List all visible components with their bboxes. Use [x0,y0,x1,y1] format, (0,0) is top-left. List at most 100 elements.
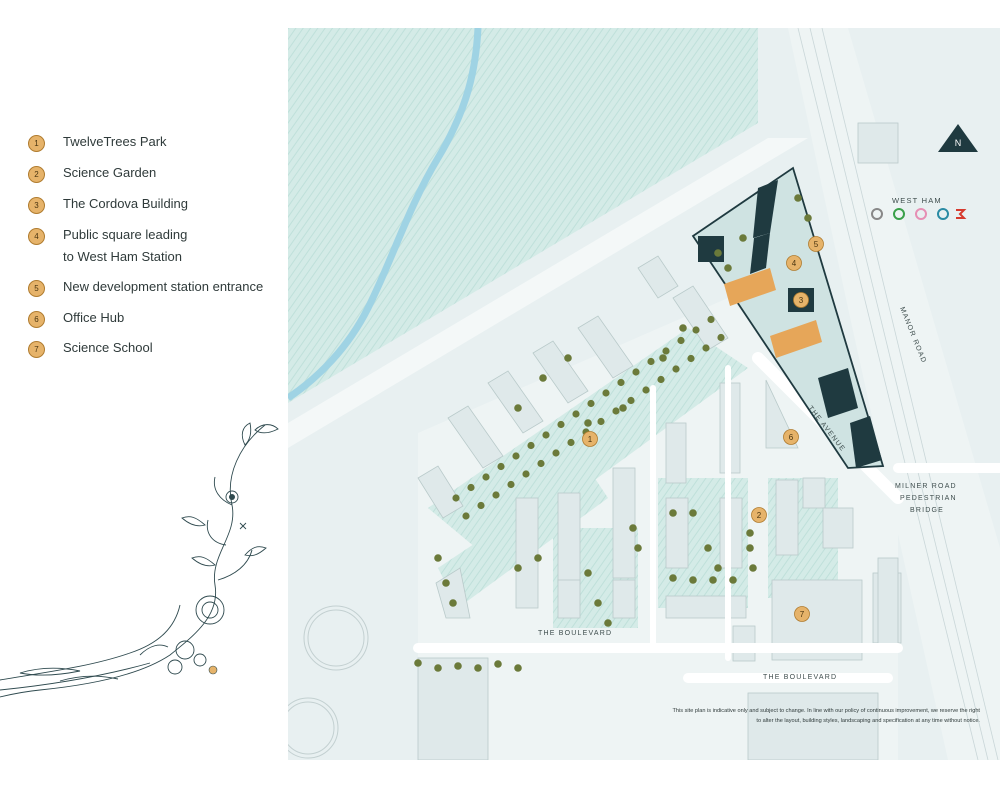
tower-block [818,368,858,418]
national-rail-icon [956,209,967,219]
legend-number-badge: 3 [28,197,45,214]
legend-number-badge: 6 [28,311,45,328]
map-pin-5[interactable]: 5 [808,236,824,252]
tree-icon [612,407,620,415]
legend-item-twelvetrees-park: 1 TwelveTrees Park [28,134,167,153]
site-plan-map: N WEST HAM MANOR ROAD THE AVENUE THE BOU… [288,28,1000,760]
tree-icon [597,417,605,426]
legend-label: The Cordova Building [63,196,189,211]
map-pin-7[interactable]: 7 [794,606,810,622]
tree-icon [669,574,677,582]
tree-icon [494,660,502,668]
tree-icon [627,396,635,405]
legend-label: Science School [63,340,153,355]
tree-icon [704,544,712,552]
building [612,467,636,579]
tree-icon [689,509,697,517]
tree-icon [677,336,685,345]
tree-icon [414,659,422,667]
tree-icon [642,386,650,394]
legend-number-badge: 2 [28,166,45,183]
tree-icon [442,579,450,587]
tree-cluster [414,194,812,672]
tree-icon [567,438,575,447]
tower-block [850,416,882,468]
tree-icon [514,564,522,572]
tree-icon [724,264,732,272]
tree-icon [557,420,565,429]
tree-icon [452,494,460,502]
tree-icon [709,576,717,584]
tree-icon [477,501,485,510]
legend-label-line2: to West Ham Station [63,249,182,264]
tree-icon [679,324,687,332]
legend-number-badge: 1 [28,135,45,152]
legend-item-cordova-building: 3 The Cordova Building [28,196,188,215]
tree-icon [692,326,700,334]
underground-roundel-icon [915,208,927,220]
tree-icon [672,365,680,373]
building [577,315,634,379]
tree-icon [602,389,610,397]
tree-icon [707,315,715,324]
map-pin-1[interactable]: 1 [582,431,598,447]
tree-icon [552,449,560,457]
north-arrow-icon: N [938,124,978,152]
podium-block [770,320,822,358]
milner-road-label: MILNER ROAD [895,483,957,490]
park-area [288,28,758,403]
pin-number: 2 [757,511,762,520]
building [822,507,854,549]
tree-icon [527,441,535,450]
underground-roundel-icon [937,208,949,220]
tree-icon [689,576,697,584]
tree-icon [514,664,522,672]
station-building [857,122,899,164]
tree-icon [619,404,627,412]
tree-icon [749,564,757,572]
tree-icon [462,512,470,520]
map-pin-3[interactable]: 3 [793,292,809,308]
tree-icon [467,483,475,492]
tree-icon [687,354,695,363]
station-name-label: WEST HAM [892,196,942,205]
tree-icon [634,544,642,552]
pin-number: 3 [799,296,804,305]
tree-icon [434,554,442,562]
tree-icon [512,452,520,460]
pin-number: 6 [789,433,794,442]
tree-icon [617,378,625,387]
tree-icon [537,459,545,468]
legend-number-badge: 5 [28,280,45,297]
legend-item-science-school: 7 Science School [28,340,153,359]
disclaimer-line1: This site plan is indicative only and su… [672,708,980,714]
tree-icon [729,576,737,584]
legend-label: Office Hub [63,310,125,325]
pin-number: 5 [814,240,819,249]
building [515,497,539,609]
tree-icon [804,214,812,222]
gas-holder [303,605,369,671]
tree-icon [629,524,637,532]
tree-icon [449,599,457,607]
building [532,340,589,404]
legend-label: TwelveTrees Park [63,134,167,149]
tree-icon [669,509,677,517]
tree-icon [739,234,747,242]
site-plan-svg: N WEST HAM MANOR ROAD THE AVENUE THE BOU… [288,28,1000,760]
rail-lines [788,28,1000,760]
legend-item-science-garden: 2 Science Garden [28,165,156,184]
tree-icon [542,431,550,439]
tree-icon [746,544,754,552]
map-pin-6[interactable]: 6 [783,429,799,445]
building [637,255,679,299]
tree-icon [497,462,505,471]
tree-icon [632,368,640,376]
tower-block [753,180,778,238]
public-square-podium [724,268,776,306]
building [747,692,879,760]
map-pin-4[interactable]: 4 [786,255,802,271]
building [557,492,581,584]
building [417,657,489,760]
map-pin-2[interactable]: 2 [751,507,767,523]
